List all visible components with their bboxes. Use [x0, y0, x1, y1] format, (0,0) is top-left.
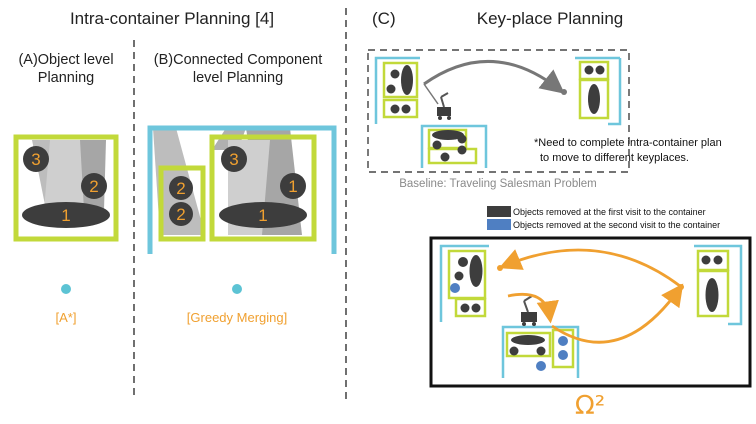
baseline-container-right — [575, 56, 622, 126]
legend: Objects removed at the first visit to th… — [487, 206, 720, 230]
intra-container-section: Intra-container Planning [4] (A)Object l… — [13, 8, 347, 400]
omega-container-bottom — [501, 325, 580, 378]
key-place-section: (C) Key-place Planning — [367, 9, 752, 421]
object-b-2b-label: 2 — [176, 205, 185, 224]
object-b-1-large — [219, 202, 307, 228]
object-a-3 — [23, 146, 49, 172]
legend-first-visit: Objects removed at the first visit to th… — [513, 207, 706, 217]
object-b-2a-label: 2 — [176, 179, 185, 198]
omega-node-right — [678, 284, 684, 290]
omega-box — [429, 236, 752, 388]
legend-second-visit: Objects removed at the second visit to t… — [513, 220, 720, 230]
object-a-1-label: 1 — [61, 206, 70, 225]
baseline-container-bottom — [420, 124, 488, 168]
legend-swatch-first — [487, 206, 511, 217]
baseline-robot-icon — [437, 92, 451, 120]
omega-arrow-short — [507, 292, 559, 324]
baseline-container-left — [374, 56, 420, 124]
object-b-3 — [221, 146, 247, 172]
baseline-arrow-end-dot — [561, 89, 567, 95]
object-b-2b — [169, 202, 193, 226]
object-a-2 — [81, 173, 107, 199]
omega-robot-icon — [521, 295, 537, 326]
object-b-2a — [169, 176, 193, 200]
object-b-1-small — [280, 173, 306, 199]
key-place-prefix: (C) — [372, 9, 396, 28]
baseline-note-line2: to move to different keyplaces. — [540, 152, 689, 164]
container-a-frame — [13, 134, 119, 242]
container-b: 2 2 3 1 1 — [147, 125, 337, 254]
container-b-right-frame — [209, 134, 317, 242]
baseline-arrow — [423, 59, 565, 94]
object-a-3-label: 3 — [31, 150, 40, 169]
baseline-note-line1: *Need to complete intra-container plan — [534, 137, 722, 149]
omega-arrow-return — [551, 283, 684, 344]
panel-a-label-line1: (A)Object level — [18, 52, 113, 68]
omega-node-left — [497, 265, 503, 271]
object-b-1-large-label: 1 — [258, 206, 267, 225]
panel-connected-component: (B)Connected Component level Planning 2 … — [147, 52, 337, 325]
omega-label: Ω² — [575, 391, 605, 421]
algorithm-b-label: [Greedy Merging] — [187, 310, 287, 325]
region-dot-a — [61, 284, 71, 294]
panel-object-level: (A)Object level Planning 3 2 1 [A*] — [13, 52, 119, 325]
container-b-blue-frame — [147, 125, 337, 254]
omega-arrow-long — [498, 248, 681, 288]
object-b-1-small-label: 1 — [288, 177, 297, 196]
intra-container-title: Intra-container Planning [4] — [70, 9, 274, 28]
panel-a-label-line2: Planning — [38, 70, 94, 86]
object-a-2-label: 2 — [89, 177, 98, 196]
baseline-connector — [423, 83, 439, 105]
omega-container-left — [439, 244, 489, 322]
omega-container-right — [694, 244, 743, 326]
container-b-left-frame — [158, 165, 206, 242]
object-b-3-label: 3 — [229, 150, 238, 169]
baseline-caption: Baseline: Traveling Salesman Problem — [399, 178, 597, 190]
region-dot-b — [232, 284, 242, 294]
panel-b-label-line2: level Planning — [193, 70, 283, 86]
legend-swatch-second — [487, 219, 511, 230]
algorithm-a-label: [A*] — [56, 310, 77, 325]
container-a: 3 2 1 — [13, 134, 119, 242]
omega-panel — [429, 236, 752, 388]
panel-b-label-line1: (B)Connected Component — [154, 52, 322, 68]
object-a-1 — [22, 202, 110, 228]
baseline-panel: *Need to complete intra-container plan t… — [367, 49, 722, 173]
key-place-title: Key-place Planning — [477, 9, 623, 28]
beam-a3 — [44, 140, 84, 210]
